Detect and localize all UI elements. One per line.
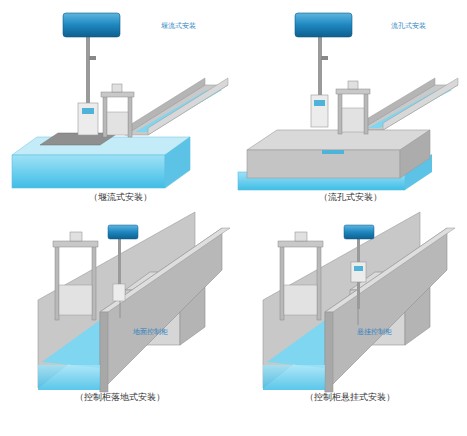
- orifice-box-side: [400, 130, 430, 178]
- channel-wall: [383, 78, 458, 130]
- controller-screen: [82, 108, 94, 114]
- gate-post: [364, 92, 368, 134]
- water: [38, 365, 100, 390]
- orifice-installation: [238, 13, 458, 190]
- caption: （堰流式安装）: [89, 193, 152, 203]
- callout-label: 悬挂控制柜: [357, 329, 392, 337]
- caption: （控制柜落地式安装）: [75, 393, 165, 403]
- gate-motor: [70, 232, 82, 241]
- display-board: [344, 225, 374, 239]
- sensor-bracket: [321, 56, 328, 60]
- probe: [358, 309, 359, 325]
- gate-beam: [336, 89, 370, 94]
- wall-end: [100, 312, 108, 392]
- gate-motor: [112, 84, 122, 92]
- gate-plate: [59, 285, 92, 315]
- channel-wall: [100, 228, 222, 392]
- water-tank-side: [165, 137, 190, 188]
- wall-top: [325, 228, 455, 312]
- channel-wall: [325, 228, 447, 392]
- hanging-cabinet: [351, 262, 366, 282]
- display-board: [295, 13, 352, 37]
- gate-beam: [278, 241, 323, 247]
- gate-plate: [284, 285, 317, 315]
- callout-label: 流孔式安装: [391, 23, 426, 31]
- wall-top: [100, 228, 230, 312]
- display-board: [108, 225, 138, 239]
- gate-post: [128, 95, 132, 137]
- gate-plate: [342, 108, 364, 132]
- orifice-box: [247, 150, 400, 178]
- display-board: [63, 13, 120, 37]
- hanging-cabinet-installation: [263, 212, 455, 392]
- probe: [120, 301, 121, 318]
- sensor-bracket: [89, 56, 96, 60]
- gate-post: [338, 92, 342, 134]
- pole: [86, 36, 90, 108]
- gate-beam: [53, 241, 98, 247]
- gate-post: [92, 246, 96, 320]
- gate-post: [317, 246, 321, 320]
- gate-motor: [348, 81, 358, 89]
- caption: （流孔式安装）: [319, 193, 382, 203]
- wall-end: [325, 312, 333, 392]
- weir-installation: [12, 13, 228, 188]
- controller: [78, 103, 98, 135]
- gate-plate: [107, 112, 128, 135]
- channel-wall: [148, 78, 228, 135]
- cabinet-screen: [354, 266, 363, 271]
- callout-label: 堰流式安装: [161, 23, 196, 31]
- controller-screen: [314, 100, 325, 106]
- caption: （控制柜悬挂式安装）: [305, 393, 395, 403]
- sensor: [113, 284, 125, 301]
- gate-motor: [295, 232, 307, 241]
- gate-post: [103, 95, 107, 137]
- orifice: [322, 150, 344, 154]
- pole: [318, 36, 322, 98]
- water: [263, 365, 325, 390]
- floor-cabinet-installation: [38, 212, 230, 392]
- water-tank: [12, 155, 165, 188]
- gate-beam: [101, 92, 134, 97]
- gate-post: [280, 246, 284, 320]
- gate-post: [55, 246, 59, 320]
- controller: [311, 95, 328, 127]
- callout-label: 地面控制柜: [133, 329, 168, 337]
